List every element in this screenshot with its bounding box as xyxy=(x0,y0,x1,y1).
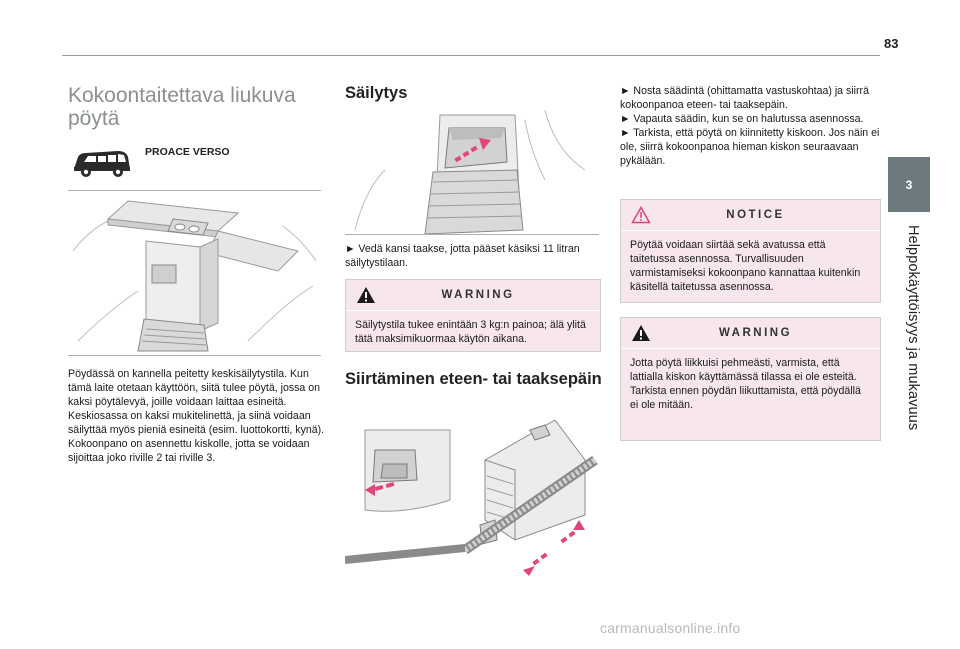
rail-movement-illustration xyxy=(345,420,599,585)
notice-label: NOTICE xyxy=(726,209,785,221)
chapter-title: Helppokäyttöisyys ja mukavuus xyxy=(905,225,921,431)
warning-label: WARNING xyxy=(441,289,515,301)
warning-label: WARNING xyxy=(718,327,793,339)
warning-triangle-icon xyxy=(357,287,375,303)
move-heading: Siirtäminen eteen- tai taaksepäin xyxy=(345,370,602,388)
van-icon xyxy=(74,151,130,177)
section-title: Kokoontaitettava liukuva pöytä xyxy=(68,84,296,130)
instruction-step: ► Tarkista, että pöytä on kiinnitetty ki… xyxy=(620,127,880,167)
notice-box: NOTICE Pöytää voidaan siirtää sekä avatu… xyxy=(620,199,881,303)
page-number: 83 xyxy=(884,36,899,51)
folding-table-illustration xyxy=(68,191,321,355)
storage-heading: Säilytys xyxy=(345,84,408,102)
warning-box-movement: WARNING Jotta pöytä liikkuisi pehmeästi,… xyxy=(620,317,881,441)
instruction-step: ► Nosta säädintä (ohittamatta vastuskoht… xyxy=(620,85,869,111)
warning-text-line: Tarkista ennen pöydän liikuttamista, ett… xyxy=(630,385,861,411)
warning-text: Jotta pöytä liikkuisi pehmeästi, varmist… xyxy=(630,356,872,412)
move-instructions: ► Nosta säädintä (ohittamatta vastuskoht… xyxy=(620,84,880,168)
notice-header: NOTICE xyxy=(621,200,880,231)
illustration-bottom-border xyxy=(68,355,321,356)
storage-instruction: ► Vedä kansi taakse, jotta pääset käsiks… xyxy=(345,243,580,269)
warning-box-storage: WARNING Säilytystila tukee enintään 3 kg… xyxy=(345,279,601,352)
storage-illustration xyxy=(345,110,599,234)
vehicle-label: PROACE VERSO xyxy=(145,146,230,158)
watermark: carmanualsonline.info xyxy=(600,620,741,636)
warning-header: WARNING xyxy=(346,280,600,311)
illustration-top-border xyxy=(68,190,321,191)
warning-text-line: Jotta pöytä liikkuisi pehmeästi, varmist… xyxy=(630,357,857,383)
header-divider xyxy=(62,55,880,56)
notice-triangle-icon xyxy=(631,206,651,224)
notice-text: Pöytää voidaan siirtää sekä avatussa ett… xyxy=(630,239,861,293)
illustration-divider xyxy=(345,234,599,235)
warning-triangle-icon xyxy=(632,325,650,341)
chapter-tab[interactable]: 3 xyxy=(888,157,930,212)
warning-text: Säilytystila tukee enintään 3 kg:n paino… xyxy=(355,319,586,345)
table-description: Pöydässä on kannella peitetty keskisäily… xyxy=(68,368,325,464)
warning-header: WARNING xyxy=(621,318,880,349)
instruction-step: ► Vapauta säädin, kun se on halutussa as… xyxy=(620,113,864,125)
